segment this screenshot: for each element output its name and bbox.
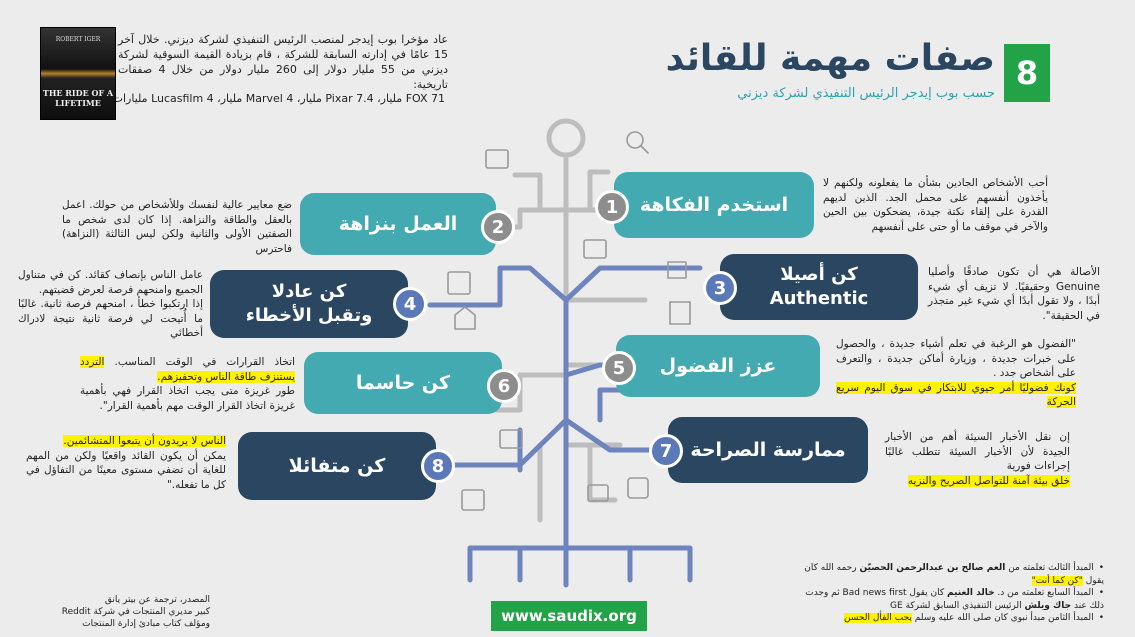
trait-title-4-b: وتقبل الأخطاء	[245, 305, 373, 326]
trait-number-7: 7	[649, 434, 683, 468]
number-badge: 8	[1004, 44, 1050, 102]
trait-title-5: عزز الفضول	[659, 355, 777, 377]
trait-title-3: كن أصيلا	[780, 264, 858, 285]
trait-desc-8: الناس لا يريدون أن يتبعوا المتشائمين. يم…	[26, 434, 226, 492]
note-2-text-c: الرئيس التنفيذي السابق لشركة GE	[890, 600, 1025, 611]
book-author: ROBERT IGER	[55, 36, 101, 43]
trait-highlight-7: خلق بيئة آمنة للتواصل الصريح والنزيه	[907, 474, 1070, 487]
note-2-text-b: كان يقول Bad news first ثم وجدت ذلك عند	[805, 588, 1104, 611]
page-subtitle: حسب بوب إيدجر الرئيس التنفيذي لشركة ديزن…	[737, 86, 995, 101]
trait-desc-1: أحب الأشخاص الجادين بشأن ما يفعلونه ولكن…	[823, 177, 1048, 233]
trait-desc-7: إن نقل الأخبار السيئة أهم من الأخبار الج…	[885, 430, 1070, 488]
trait-desc-4b: إذا ارتكبوا خطأ ، امنحهم فرصة ثانية. غال…	[18, 298, 203, 339]
trait-title-8: كن متفائلا	[288, 455, 386, 477]
trait-highlight-8: الناس لا يريدون أن يتبعوا المتشائمين.	[63, 435, 226, 447]
book-cover-image: ROBERT IGER THE RIDE OF A LIFETIME	[40, 27, 116, 120]
note-2-name: خالد الغنيم	[947, 588, 995, 598]
trait-title-4: كن عادلا	[271, 281, 347, 302]
trait-card-6: كن حاسما	[304, 352, 502, 414]
trait-desc-4: عامل الناس بإنصاف كقائد. كن في متناول ال…	[18, 268, 203, 341]
trait-desc-2: ضع معايير عالية لنفسك وللأشخاص من حولك. …	[62, 199, 292, 255]
trait-desc-4a: عامل الناس بإنصاف كقائد. كن في متناول ال…	[18, 269, 203, 296]
notes-list: المبدأ الثالث تعلمته من العم صالح بن عبد…	[792, 562, 1104, 625]
source-line-3: ومؤلف كتاب مبادئ إدارة المنتجات	[82, 619, 210, 629]
trait-title-6: كن حاسما	[355, 372, 451, 394]
trait-card-8: كن متفائلا	[238, 432, 436, 500]
note-2: المبدأ السابع تعلمته من د. خالد الغنيم ك…	[792, 587, 1104, 612]
note-1-text: المبدأ الثالث تعلمته من	[1005, 563, 1094, 573]
trait-number-3: 3	[703, 271, 737, 305]
source-line-2: كبير مديري المنتجات في شركة Reddit	[61, 607, 210, 617]
note-3-text: المبدأ الثامن مبدأ نبوي كان صلى الله علي…	[911, 613, 1094, 623]
trait-card-2: العمل بنزاهة	[300, 193, 496, 255]
trait-highlight-5: كونك فضوليًا أمر حيوي للابتكار في سوق ال…	[836, 381, 1076, 408]
trait-title-3-en: Authentic	[769, 288, 869, 309]
trait-desc-6b: طور غريزة متى يجب اتخاذ القرار فهي بأهمي…	[80, 385, 295, 412]
trait-desc-8a: يمكن أن يكون القائد واقعيًا ولكن من المه…	[26, 449, 226, 491]
trait-desc-5: "الفضول هو الرغبة في تعلم أشياء جديدة ، …	[836, 337, 1076, 410]
book-title: THE RIDE OF A LIFETIME	[42, 88, 114, 108]
note-2-text: المبدأ السابع تعلمته من د.	[994, 588, 1094, 598]
trait-desc-5a: "الفضول هو الرغبة في تعلم أشياء جديدة ، …	[836, 338, 1076, 379]
trait-number-2: 2	[481, 210, 515, 244]
trait-card-5: عزز الفضول	[616, 335, 820, 397]
trait-number-8: 8	[421, 449, 455, 483]
trait-card-4: كن عادلا وتقبل الأخطاء	[210, 270, 408, 338]
note-1-name: العم صالح بن عبدالرحمن الحصيّن	[859, 563, 1006, 573]
trait-desc-3: الأصالة هي أن تكون صادقًا وأصليا Genuine…	[928, 266, 1100, 322]
trait-title-1: استخدم الفكاهة	[639, 194, 789, 216]
trait-title-7: ممارسة الصراحة	[690, 439, 846, 461]
trait-title-2: العمل بنزاهة	[338, 213, 458, 235]
source-line-1: المصدر، ترجمة عن بيتر يانق	[104, 595, 210, 605]
trait-card-3: كن أصيلا Authentic	[720, 254, 918, 320]
source-credit: المصدر، ترجمة عن بيتر يانق كبير مديري ال…	[30, 594, 210, 630]
website-link[interactable]: www.saudix.org	[491, 601, 647, 631]
deals-line: FOX 71 مليار، Pixar 7.4 مليار، Marvel 4 …	[112, 92, 445, 105]
trait-card-7: ممارسة الصراحة	[668, 417, 868, 483]
trait-desc-7a: إن نقل الأخبار السيئة أهم من الأخبار الج…	[885, 431, 1070, 472]
page-title: صفات مهمة للقائد	[665, 38, 995, 79]
trait-card-1: استخدم الفكاهة	[614, 172, 814, 238]
trait-number-4: 4	[393, 287, 427, 321]
note-3: المبدأ الثامن مبدأ نبوي كان صلى الله علي…	[792, 612, 1104, 625]
note-3-quote: يحب الفأل الحسن	[844, 613, 912, 623]
note-1-quote: "كن كما أنت"	[1031, 575, 1083, 586]
trait-number-6: 6	[487, 369, 521, 403]
trait-desc-6a: اتخاذ القرارات في الوقت المناسب.	[114, 356, 296, 368]
trait-number-1: 1	[595, 190, 629, 224]
note-1: المبدأ الثالث تعلمته من العم صالح بن عبد…	[792, 562, 1104, 587]
intro-paragraph: عاد مؤخرا بوب إيدجر لمنصب الرئيس التنفيذ…	[118, 33, 448, 91]
trait-desc-6: اتخاذ القرارات في الوقت المناسب. التردد …	[80, 355, 295, 413]
trait-number-5: 5	[602, 351, 636, 385]
note-1-text-b: رحمه الله كان يقول	[804, 563, 1104, 586]
note-2-name-b: جاك ويلش	[1024, 600, 1072, 611]
